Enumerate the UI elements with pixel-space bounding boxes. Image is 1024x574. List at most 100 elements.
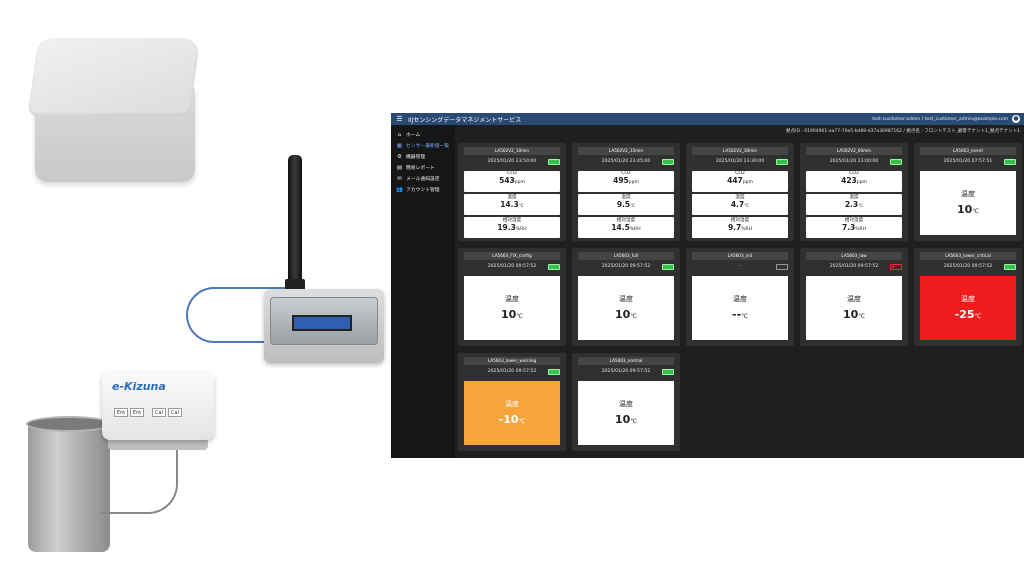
sensor-card[interactable]: LA5603_lower_warning 2025/01/20 09:57:52… (458, 353, 566, 451)
gateway-device-image (27, 38, 201, 184)
account-icon[interactable]: ● (1012, 115, 1020, 123)
grid-icon: ▦ (396, 142, 403, 149)
metric-value: 10 (614, 308, 631, 321)
humidity-tile: 相対湿度 9.7%RH (692, 217, 788, 238)
sidebar-item-sensor-list[interactable]: ▦ センサー最新値一覧 (391, 140, 455, 151)
metric-label: CO2 (621, 171, 631, 176)
metric-label: 温度 (505, 295, 519, 303)
metric-unit: ppm (514, 180, 525, 185)
home-icon: ⌂ (397, 131, 402, 138)
sensor-card[interactable]: LA5603_normal 2025/01/20 09:57:52 温度 10℃ (572, 353, 680, 451)
metric-unit: %RH (629, 227, 641, 232)
logger-button: Cal (168, 408, 182, 417)
sensor-name: LA5603_low (806, 252, 902, 260)
sensor-name: LA502V2_15min (578, 147, 674, 155)
dashboard-screenshot: ☰ IIJセンシングデータマネジメントサービス test-cusdomer-ad… (391, 113, 1024, 458)
menu-icon[interactable]: ☰ (396, 115, 403, 123)
battery-icon (1004, 264, 1016, 270)
lcd-screen (292, 315, 352, 331)
battery-low-icon (890, 264, 902, 270)
sidebar-item-mail[interactable]: ✉ メール通知設定 (391, 173, 455, 184)
sidebar-item-label: ホーム (406, 133, 421, 138)
metric-label: 温度 (507, 195, 517, 200)
logger-button: Ent (114, 408, 128, 417)
timestamp: 2025/01/20 09:57:52 (829, 264, 879, 269)
metric-unit: ℃ (518, 204, 524, 209)
sensor-card[interactable]: LA5603_init - 温度 --℃ (686, 248, 794, 346)
gear-icon: ⚙ (397, 153, 402, 160)
sidebar-item-devices[interactable]: ⚙ 機器管理 (391, 151, 455, 162)
sidebar-item-label: センサー最新値一覧 (406, 144, 450, 149)
sidebar-item-report[interactable]: ▤ 簡易レポート (391, 162, 455, 173)
battery-icon (662, 369, 674, 375)
timestamp: 2025/01/20 23:45:00 (601, 159, 651, 164)
co2-tile: CO2 495ppm (578, 171, 674, 192)
metric-label: 温度 (849, 195, 859, 200)
sensor-card[interactable]: LA5603_full 2025/01/20 09:57:52 温度 10℃ (572, 248, 680, 346)
metric-value: 2.3 (844, 200, 859, 209)
temperature-warning-tile: 温度 -10℃ (464, 381, 560, 445)
sensor-card[interactable]: LA502V2_30min 2025/01/20 23:30:00 CO2 44… (686, 143, 794, 241)
humidity-tile: 相対湿度 7.3%RH (806, 217, 902, 238)
sensor-name: LA502V2_60min (806, 147, 902, 155)
metric-unit: ℃ (744, 204, 750, 209)
logger-button: Ent (130, 408, 144, 417)
logger-unit (102, 372, 214, 440)
co2-tile: CO2 447ppm (692, 171, 788, 192)
metric-label: 相対湿度 (730, 218, 750, 223)
metric-label: 温度 (961, 295, 975, 303)
sensor-card[interactable]: LA5603_lower_critical 2025/01/20 09:57:5… (914, 248, 1022, 346)
sidebar-item-home[interactable]: ⌂ ホーム (391, 129, 455, 140)
sensor-card[interactable]: LA502V2_15min 2025/01/20 23:45:00 CO2 49… (572, 143, 680, 241)
app-title: IIJセンシングデータマネジメントサービス (408, 116, 522, 124)
battery-icon (548, 264, 560, 270)
timestamp: 2025/01/20 23:30:00 (715, 159, 765, 164)
antenna (288, 155, 302, 287)
sensor-card[interactable]: LA502V2_60min 2025/01/20 23:00:00 CO2 42… (800, 143, 908, 241)
people-icon: 👥 (396, 186, 403, 193)
sidebar-item-account[interactable]: 👥 アカウント管理 (391, 184, 455, 195)
metric-label: 相対湿度 (616, 218, 636, 223)
document-icon: ▤ (396, 164, 403, 171)
battery-icon (548, 159, 560, 165)
sensor-card[interactable]: LA5603_low 2025/01/20 09:57:52 温度 10℃ (800, 248, 908, 346)
battery-icon (548, 369, 560, 375)
breadcrumb: 拠点ID : 01904961-aa77-70e5-bd89-d37a36987… (786, 129, 1020, 134)
battery-unknown-icon (776, 264, 788, 270)
co2-tile: CO2 423ppm (806, 171, 902, 192)
temperature-tile: 温度 4.7℃ (692, 194, 788, 215)
metric-value: 495 (613, 176, 629, 185)
sensor-card[interactable]: LA502V2_10min 2025/01/20 23:50:00 CO2 54… (458, 143, 566, 241)
metric-label: CO2 (849, 171, 859, 176)
metric-unit: ℃ (858, 204, 864, 209)
metric-value: 543 (499, 176, 515, 185)
metric-unit: ℃ (974, 313, 982, 320)
sensor-name: LA502V2_30min (692, 147, 788, 155)
sensor-card[interactable]: LA5603_event 2025/01/20 07:57:51 温度 10℃ (914, 143, 1022, 241)
mail-icon: ✉ (397, 175, 402, 182)
metric-label: CO2 (507, 171, 517, 176)
metric-label: CO2 (735, 171, 745, 176)
timestamp: 2025/01/20 23:50:00 (487, 159, 537, 164)
sensor-name: LA5603_full (578, 252, 674, 260)
timestamp: 2025/01/20 09:57:52 (943, 264, 993, 269)
temperature-tile: 温度 10℃ (578, 381, 674, 445)
humidity-tile: 相対湿度 19.3%RH (464, 217, 560, 238)
metric-value: 447 (727, 176, 743, 185)
antenna-sensor-image (186, 155, 386, 365)
metric-value: 14.5 (611, 223, 630, 232)
temperature-tile: 温度 10℃ (920, 171, 1016, 235)
temperature-tile: 温度 10℃ (464, 276, 560, 340)
metric-label: 温度 (621, 195, 631, 200)
metric-value: 10 (842, 308, 859, 321)
temperature-tile: 温度 14.3℃ (464, 194, 560, 215)
sensor-name: LA5603_lower_critical (920, 252, 1016, 260)
temperature-tile: 温度 10℃ (578, 276, 674, 340)
metric-value: -- (732, 308, 742, 321)
battery-icon (776, 159, 788, 165)
metric-value: 10 (500, 308, 517, 321)
sensor-name: LA5603_event (920, 147, 1016, 155)
metric-unit: ℃ (972, 208, 980, 215)
sensor-card[interactable]: LA5603_FIX_config 2025/01/20 09:57:52 温度… (458, 248, 566, 346)
